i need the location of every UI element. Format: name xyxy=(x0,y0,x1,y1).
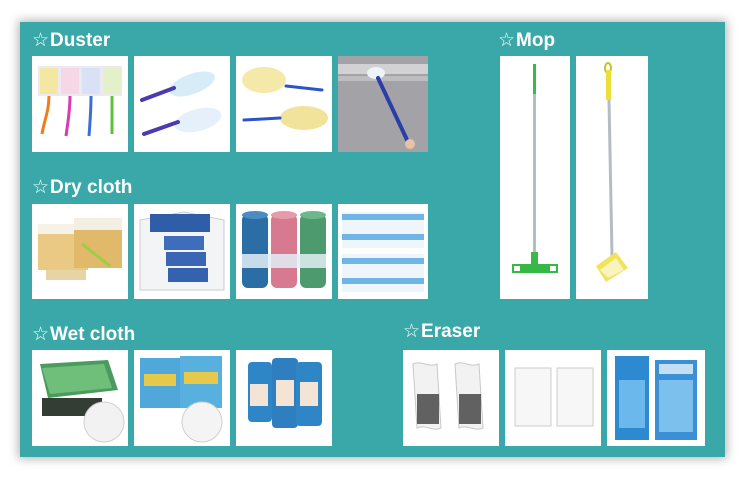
drycloth-photo-1 xyxy=(32,204,128,299)
mop-photo-1 xyxy=(500,56,570,299)
eraser-photo-2 xyxy=(505,350,601,446)
star-icon: ☆ xyxy=(32,30,50,51)
star-icon: ☆ xyxy=(498,30,516,51)
drycloth-photo-4 xyxy=(338,204,428,299)
drycloth-heading: ☆Dry cloth xyxy=(32,177,133,198)
star-icon: ☆ xyxy=(32,177,50,198)
catalog-panel: ☆Duster ☆Mop ☆Dry cloth ☆Wet cloth ☆Eras… xyxy=(20,22,725,457)
eraser-photo-3 xyxy=(607,350,705,446)
duster-photo-3 xyxy=(236,56,332,152)
mop-photo-2 xyxy=(576,56,648,299)
duster-heading: ☆Duster xyxy=(32,30,111,51)
wetcloth-photo-1 xyxy=(32,350,128,446)
wetcloth-photo-3 xyxy=(236,350,332,446)
eraser-heading: ☆Eraser xyxy=(403,321,481,342)
mop-heading: ☆Mop xyxy=(498,30,556,51)
duster-photo-1 xyxy=(32,56,128,152)
eraser-photo-1 xyxy=(403,350,499,446)
drycloth-photo-3 xyxy=(236,204,332,299)
duster-photo-2 xyxy=(134,56,230,152)
star-icon: ☆ xyxy=(403,321,421,342)
wetcloth-heading: ☆Wet cloth xyxy=(32,324,136,345)
drycloth-photo-2 xyxy=(134,204,230,299)
wetcloth-photo-2 xyxy=(134,350,230,446)
duster-photo-4 xyxy=(338,56,428,152)
star-icon: ☆ xyxy=(32,324,50,345)
